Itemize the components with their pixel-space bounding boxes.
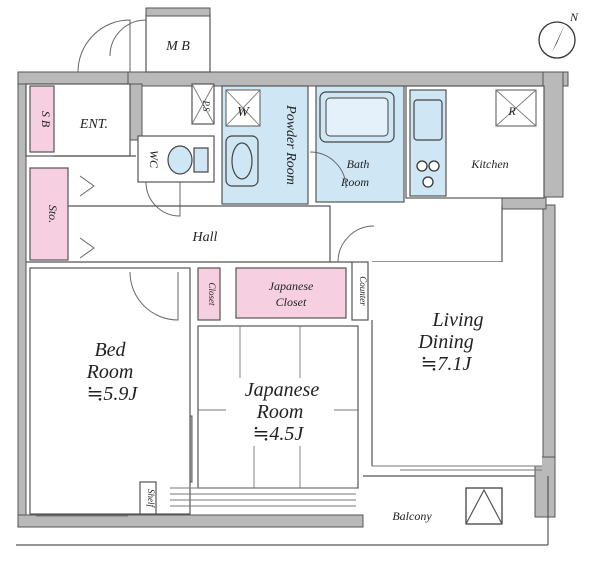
counter-label: Counter	[358, 276, 368, 306]
jroom-label-bg	[226, 378, 334, 446]
burner-icon-3	[422, 176, 434, 188]
shelf	[139, 481, 157, 515]
living-label-2: Dining	[417, 331, 474, 353]
w-cross-2	[225, 89, 261, 127]
ps-label: P.S	[201, 99, 211, 112]
bed-area: ≒5.9J	[87, 383, 139, 405]
wall-kitchen-stub	[501, 196, 547, 210]
compass-ring	[538, 21, 576, 59]
living-label-1: Living	[431, 309, 483, 331]
living-dining	[372, 262, 542, 466]
compass-arrow-icon	[552, 24, 565, 52]
shoe-box	[29, 85, 55, 153]
jroom-window	[170, 487, 356, 507]
bed-label-2: Room	[86, 361, 134, 383]
sto-door-lower[interactable]	[79, 237, 95, 259]
mb-room	[145, 13, 211, 73]
bed-closet	[197, 267, 221, 321]
burner-icon-1	[416, 160, 428, 172]
wall-east-lower	[542, 204, 556, 468]
toilet-tank-icon	[193, 147, 209, 173]
closet-label: Closet	[207, 282, 217, 306]
storage	[29, 167, 69, 261]
compass-label: N	[569, 10, 579, 24]
washbasin-icon	[231, 142, 253, 180]
wall-east-upper	[542, 71, 564, 198]
w-label: W	[237, 105, 250, 120]
wall-south	[17, 514, 364, 528]
mb-wall	[145, 7, 211, 17]
balcony-label: Balcony	[392, 509, 432, 523]
sto-door-upper[interactable]	[79, 175, 95, 197]
jroom-area: ≒4.5J	[253, 423, 305, 445]
wall-west	[17, 71, 27, 525]
sink-icon	[413, 99, 443, 141]
toilet-icon	[167, 145, 193, 175]
hall-label: Hall	[192, 230, 218, 245]
compass: N	[538, 10, 579, 59]
bath-label-2: Room	[340, 175, 369, 189]
wc-label: WC	[147, 150, 161, 169]
sto-label: Sto.	[46, 205, 60, 223]
jcloset-label-2: Closet	[276, 295, 307, 309]
bath-door[interactable]	[309, 151, 347, 189]
entry-door-left[interactable]	[77, 19, 131, 73]
bathtub-inner	[325, 97, 389, 137]
burner-icon-2	[428, 160, 440, 172]
living-kitchen-divider	[372, 206, 503, 263]
living-door[interactable]	[337, 225, 375, 263]
ent-label: ENT.	[79, 117, 108, 132]
wall-north-entry	[17, 71, 137, 85]
wc-door[interactable]	[145, 181, 181, 217]
r-label: R	[507, 104, 516, 118]
hall-wall-north	[68, 205, 331, 262]
kitchen-label: Kitchen	[470, 157, 508, 171]
powder-room-label: Powder Room	[283, 104, 298, 185]
counter	[351, 261, 369, 321]
ps-cross-2	[191, 83, 215, 125]
jcloset-label-1: Japanese	[269, 279, 314, 293]
mb-label: M B	[165, 39, 190, 54]
jroom-label-1: Japanese	[245, 379, 320, 401]
pillar-balcony	[534, 456, 556, 518]
jroom-label-2: Room	[256, 401, 304, 423]
bath-label-1: Bath	[347, 157, 370, 171]
r-cross-2	[495, 89, 537, 127]
shelf-label: Shelf	[146, 489, 156, 508]
living-area: ≒7.1J	[421, 353, 473, 375]
evacuation-hatch-icon	[465, 487, 503, 525]
bed-door[interactable]	[129, 271, 179, 321]
entry-door-right[interactable]	[109, 19, 147, 57]
sb-label: S B	[39, 111, 53, 128]
japanese-closet	[235, 267, 347, 319]
bed-room	[29, 267, 191, 515]
bed-label-1: Bed	[94, 339, 126, 361]
